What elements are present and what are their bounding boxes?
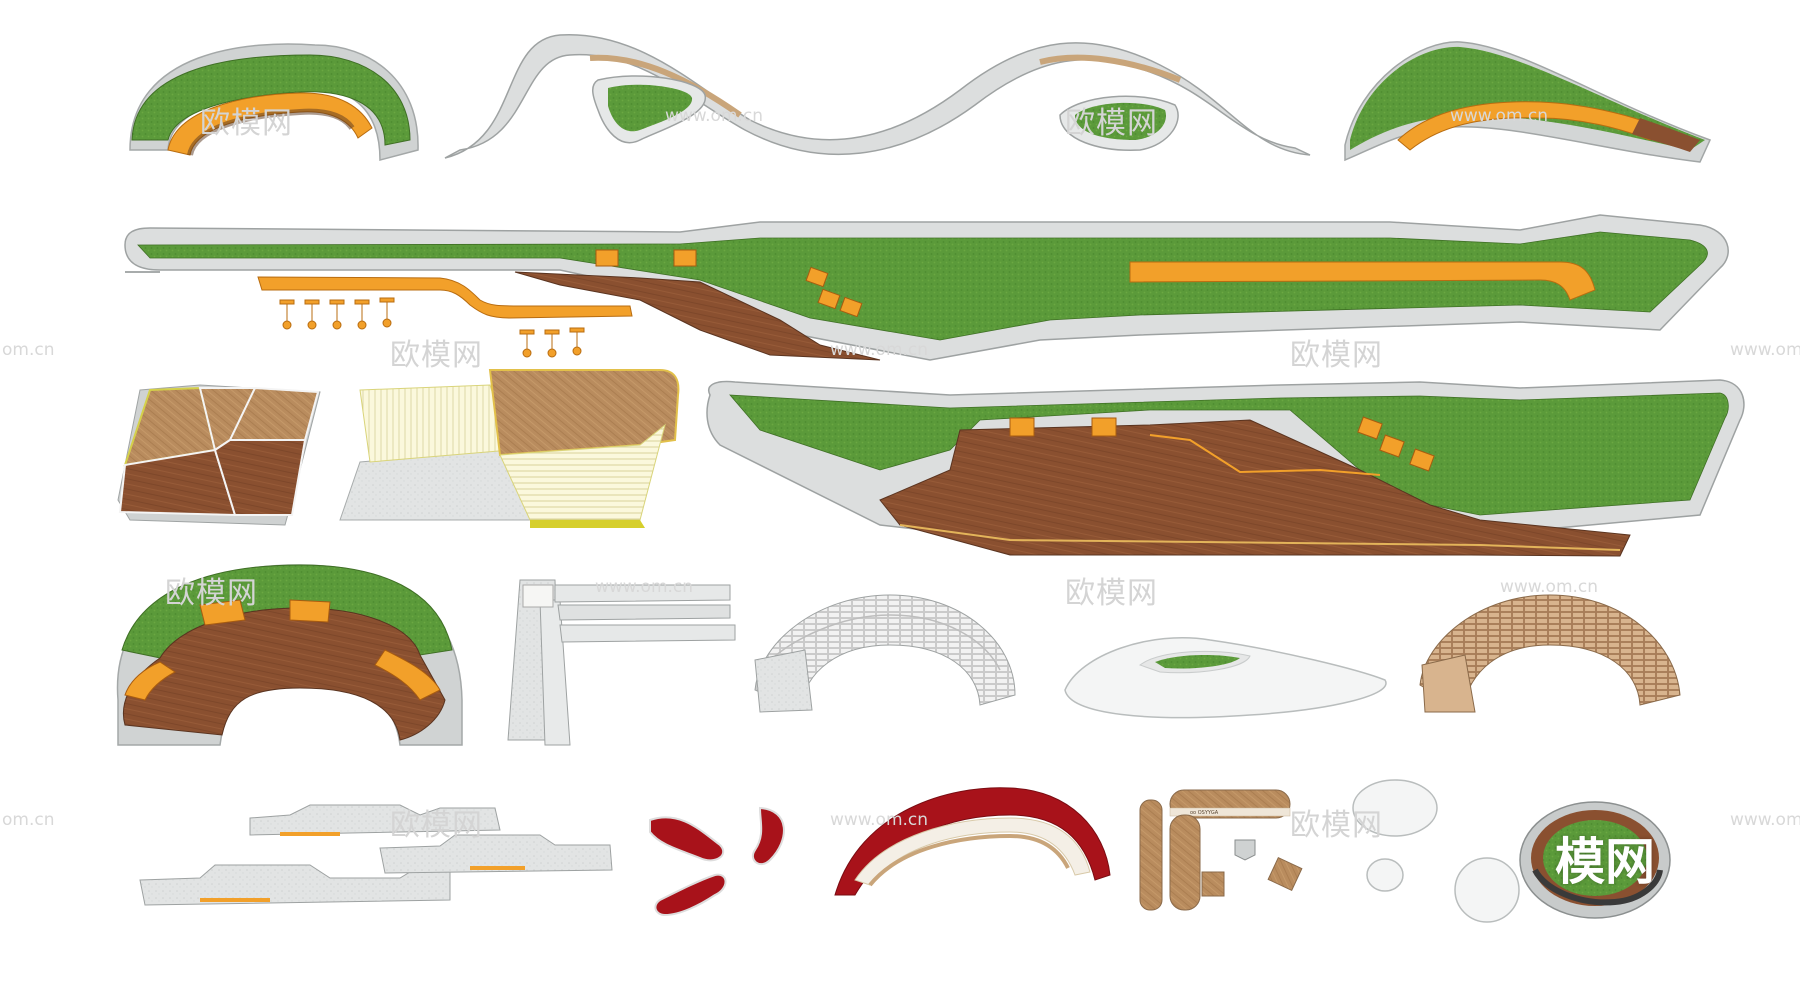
red-crescent-benches	[649, 806, 785, 917]
bar-stools-left	[279, 297, 585, 358]
concrete-wave-benches	[139, 804, 613, 906]
bench-band-text: oo OSYYGA	[1190, 810, 1219, 816]
white-organic-planter	[1064, 637, 1387, 719]
wooden-benches-set: oo OSYYGA	[1139, 789, 1303, 911]
curved-stepped-bench-wood	[1419, 594, 1681, 713]
white-pebble-seats	[1352, 779, 1520, 923]
wood-paving-tiles	[117, 384, 321, 526]
wave-bench-with-planters	[444, 34, 1311, 159]
long-planter-seating-lower	[706, 379, 1745, 557]
curved-stepped-bench-grey	[754, 594, 1016, 713]
curved-planter-bench-top-left	[129, 43, 419, 161]
round-planter-bench	[1519, 801, 1671, 919]
leaf-planter-bench-top-right	[1344, 41, 1712, 163]
mixed-paving-deck	[339, 369, 680, 528]
orange-seat-blocks-lower	[1009, 416, 1435, 472]
concrete-l-bench	[507, 579, 736, 746]
horseshoe-planter-deck	[116, 564, 463, 746]
orange-seat-blocks-upper	[595, 249, 863, 318]
red-white-arc-bench	[834, 787, 1111, 896]
long-planter-seating-upper	[124, 214, 1729, 361]
